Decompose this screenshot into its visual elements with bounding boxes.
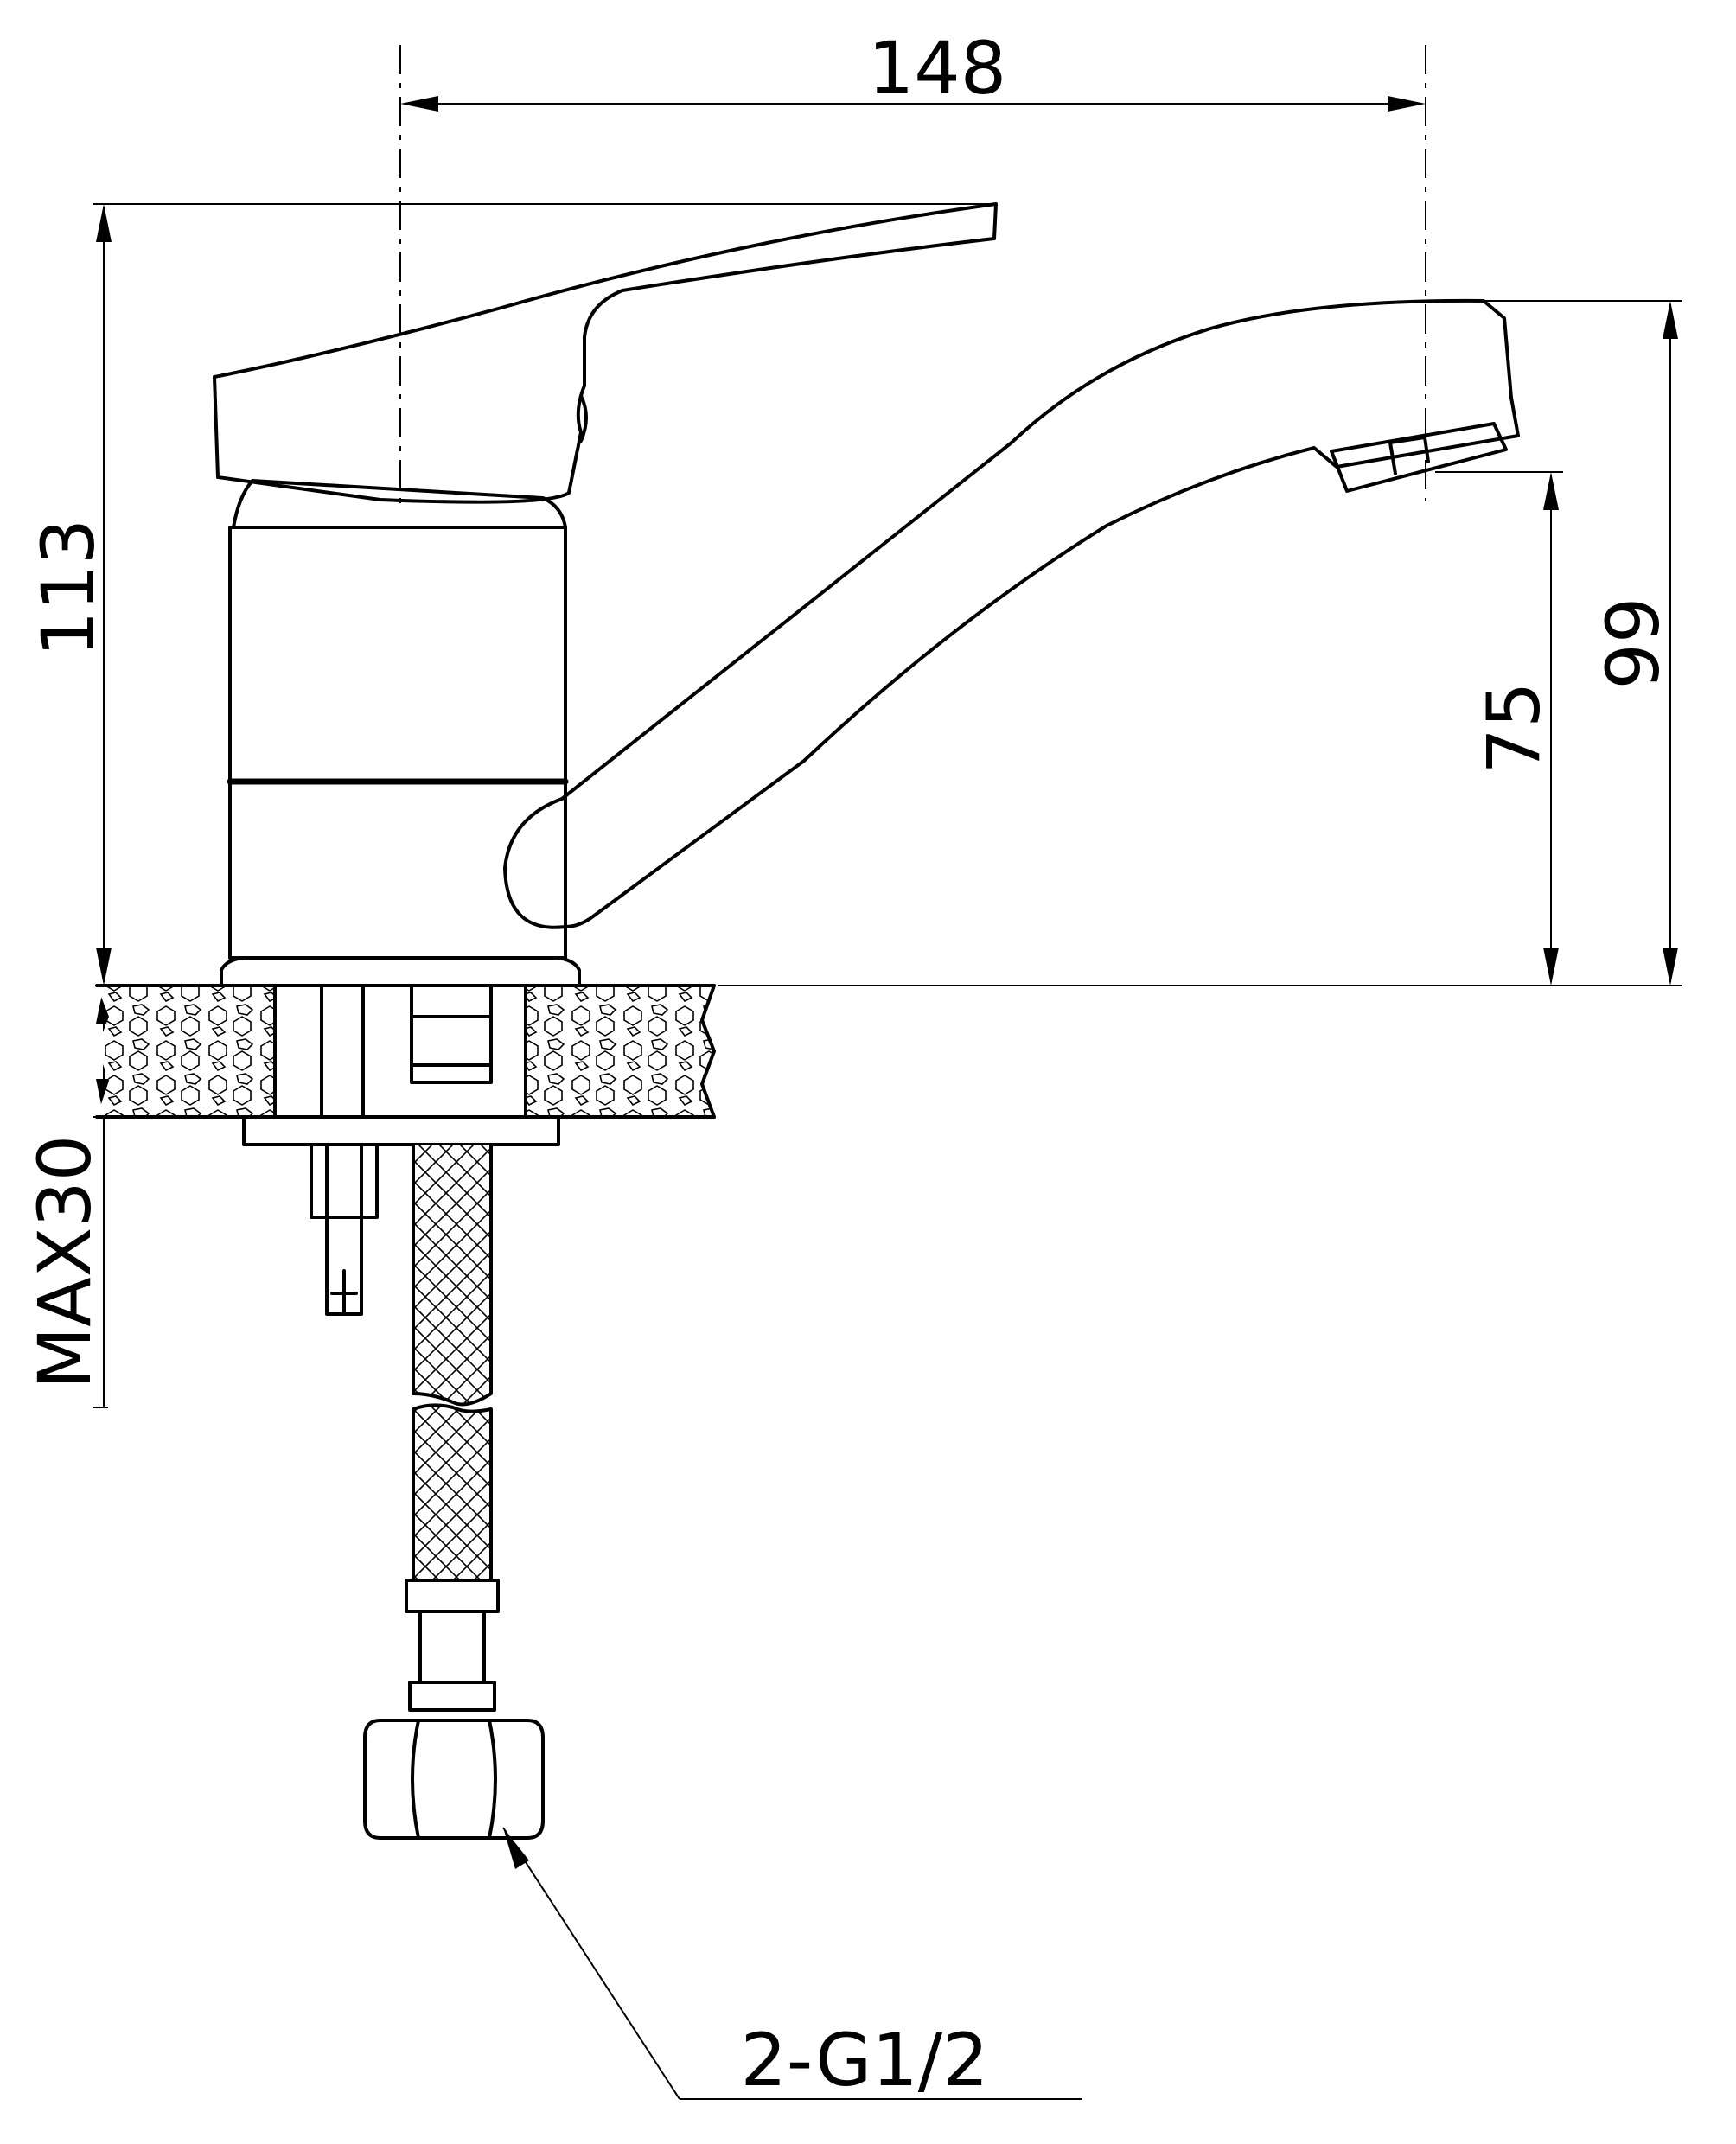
dimension-99 xyxy=(1663,301,1678,986)
flexible-hose xyxy=(405,1143,500,1712)
mounting-plate xyxy=(242,1115,560,1146)
countertop xyxy=(95,984,716,1119)
mounting-stud xyxy=(310,1143,379,1316)
lever-handle xyxy=(213,202,998,504)
dimension-113 xyxy=(96,204,112,986)
dimension-label-99: 99 xyxy=(1591,597,1675,690)
dimension-75 xyxy=(1543,472,1559,986)
thread-label: 2-G1/2 xyxy=(740,2018,988,2103)
dimension-148 xyxy=(400,96,1426,112)
dimension-label-113: 113 xyxy=(26,519,111,657)
spout xyxy=(503,298,1520,929)
dimension-label-75: 75 xyxy=(1471,682,1556,775)
mounting-shank xyxy=(273,984,527,1119)
thread-leader xyxy=(502,1827,1082,2100)
faucet-body xyxy=(220,479,581,987)
dimension-label-max30: MAX30 xyxy=(22,1135,107,1389)
hex-nut xyxy=(363,1719,545,1840)
dimension-label-148: 148 xyxy=(868,26,1006,111)
